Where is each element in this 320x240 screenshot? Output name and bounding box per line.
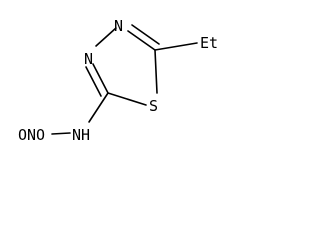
nitroso-label: ONO: [18, 126, 45, 144]
bond-c5-s1: [154, 49, 158, 94]
molecule-diagram: N N S Et NH ONO: [18, 17, 218, 144]
bond-c5-ethyl: [154, 42, 198, 51]
bond-c2-nh: [88, 92, 109, 123]
structure-canvas: N N S Et NH ONO: [18, 17, 219, 144]
bond-s1-c2: [107, 92, 147, 106]
atom-n3-label: N: [84, 50, 93, 68]
bond-n4-c5: [127, 30, 156, 51]
amine-label: NH: [72, 126, 90, 144]
ethyl-group-label: Et: [200, 34, 218, 52]
atom-n4-label: N: [114, 17, 123, 35]
atom-s1-label: S: [149, 97, 158, 115]
bond-n4-c5-double: [131, 24, 160, 45]
bond-c2-n3-double: [85, 66, 102, 97]
bond-c2-n3: [92, 63, 109, 94]
bond-n3-n4: [95, 27, 117, 47]
bond-nh-ono: [51, 132, 71, 135]
